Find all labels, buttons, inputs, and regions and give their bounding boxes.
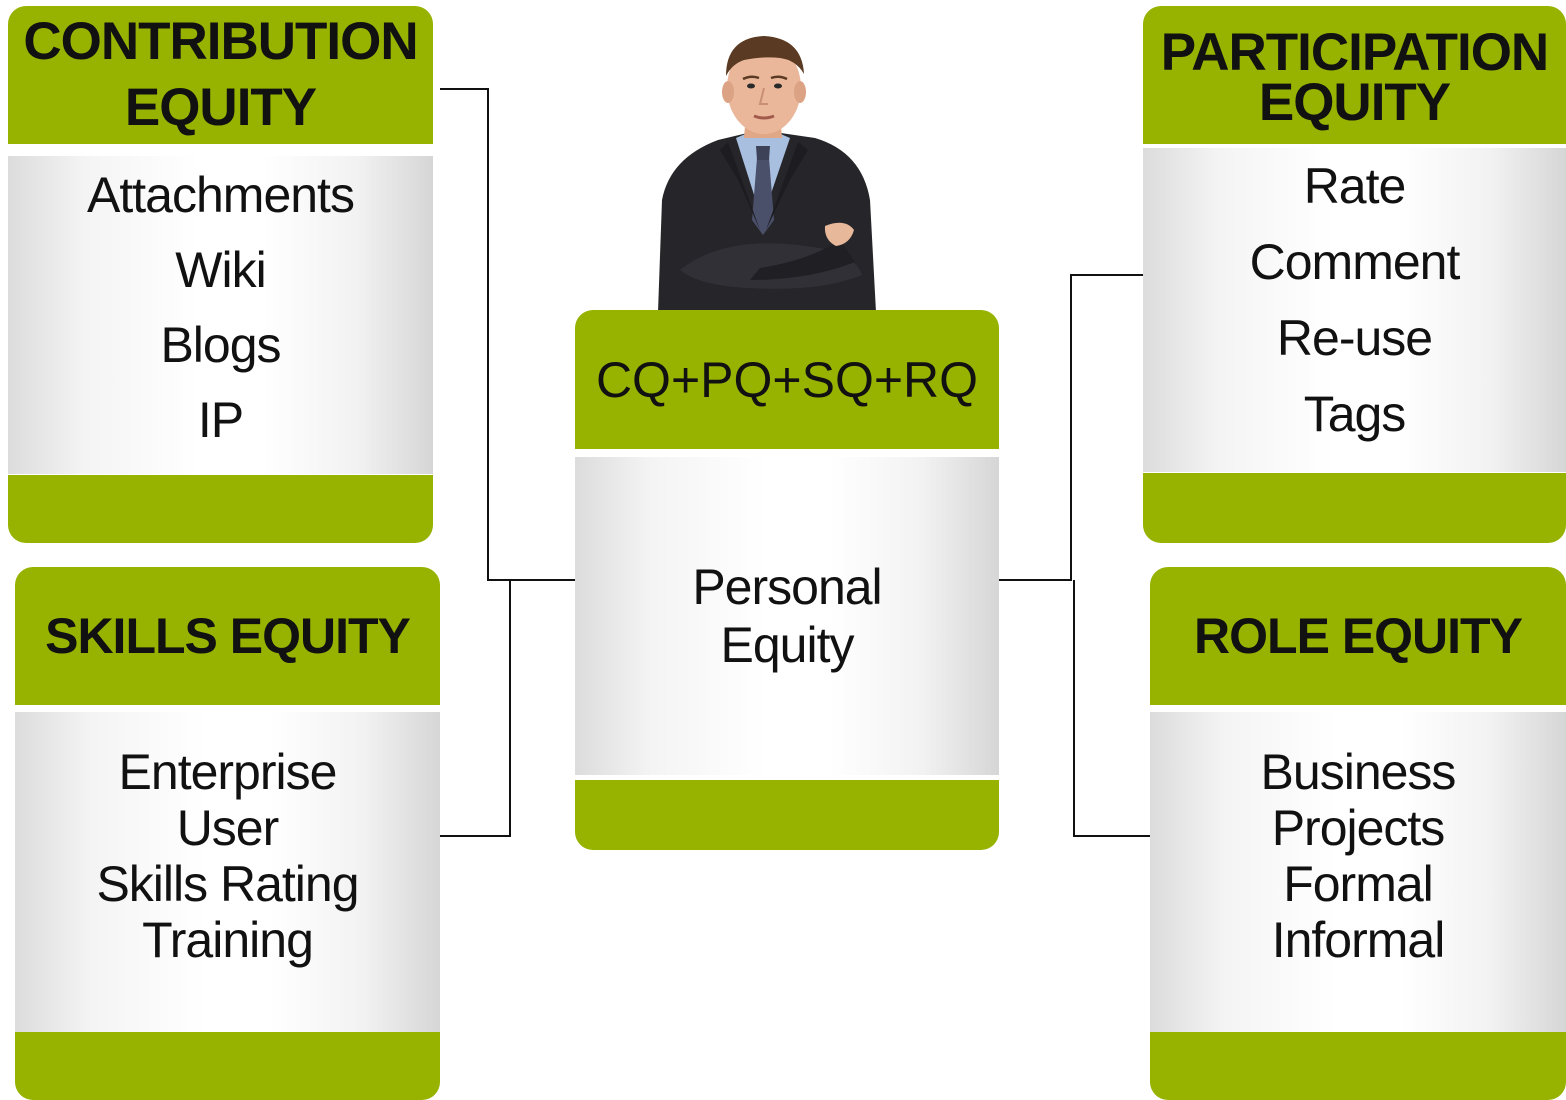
participation-title-line2: EQUITY [1258, 73, 1451, 132]
contribution-title-line1: CONTRIBUTION [23, 12, 418, 71]
personal-equity-footer [575, 780, 999, 850]
role-equity-footer [1150, 1032, 1566, 1100]
connector-participation [999, 274, 1143, 581]
personal-equity-card: CQ+PQ+SQ+RQ Personal Equity [575, 310, 999, 850]
skills-equity-body: Enterprise User Skills Rating Training [15, 712, 440, 1060]
role-equity-header: ROLE EQUITY [1150, 567, 1566, 705]
skills-title: SKILLS EQUITY [45, 608, 411, 664]
personal-equity-label-line1: Personal [692, 559, 882, 615]
participation-item: Rate [1303, 158, 1407, 214]
role-item: Informal [1271, 912, 1446, 968]
participation-item: Comment [1249, 234, 1461, 290]
participation-equity-header: PARTICIPATION EQUITY [1143, 6, 1566, 144]
contribution-equity-card: CONTRIBUTION EQUITY Attachments Wiki Blo… [8, 6, 433, 543]
contribution-item: IP [197, 392, 244, 448]
contribution-equity-header: CONTRIBUTION EQUITY [8, 6, 433, 144]
participation-item: Tags [1303, 386, 1407, 442]
connector-contribution [440, 88, 540, 581]
equity-formula: CQ+PQ+SQ+RQ [595, 351, 979, 408]
participation-equity-footer [1143, 473, 1566, 543]
role-item: Projects [1271, 800, 1446, 856]
role-equity-body: Business Projects Formal Informal [1150, 712, 1566, 1060]
contribution-equity-body: Attachments Wiki Blogs IP [8, 156, 433, 474]
skills-item: Enterprise [118, 744, 338, 800]
role-title: ROLE EQUITY [1194, 608, 1523, 664]
personal-equity-header: CQ+PQ+SQ+RQ [575, 310, 999, 449]
skills-item: Training [142, 912, 314, 968]
role-item: Formal [1283, 856, 1434, 912]
connector-role [1073, 580, 1150, 837]
contribution-item: Blogs [160, 317, 281, 373]
personal-equity-body: Personal Equity [575, 457, 999, 775]
contribution-equity-footer [8, 475, 433, 543]
businessman-photo-icon [658, 36, 876, 312]
skills-equity-card: SKILLS EQUITY Enterprise User Skills Rat… [15, 567, 440, 1100]
role-item: Business [1260, 744, 1457, 800]
contribution-title-line2: EQUITY [124, 78, 317, 137]
participation-equity-body: Rate Comment Re-use Tags [1143, 148, 1566, 472]
contribution-item: Attachments [87, 167, 355, 223]
contribution-item: Wiki [175, 242, 266, 298]
skills-item: User [176, 800, 280, 856]
participation-item: Re-use [1276, 310, 1433, 366]
participation-equity-card: PARTICIPATION EQUITY Rate Comment Re-use… [1143, 6, 1566, 543]
role-equity-card: ROLE EQUITY Business Projects Formal Inf… [1150, 567, 1566, 1100]
skills-equity-header: SKILLS EQUITY [15, 567, 440, 705]
skills-equity-footer [15, 1032, 440, 1100]
personal-equity-label-line2: Equity [720, 617, 855, 673]
skills-item: Skills Rating [96, 856, 359, 912]
participation-title-line1: PARTICIPATION [1160, 23, 1549, 82]
connector-skills [440, 579, 575, 837]
